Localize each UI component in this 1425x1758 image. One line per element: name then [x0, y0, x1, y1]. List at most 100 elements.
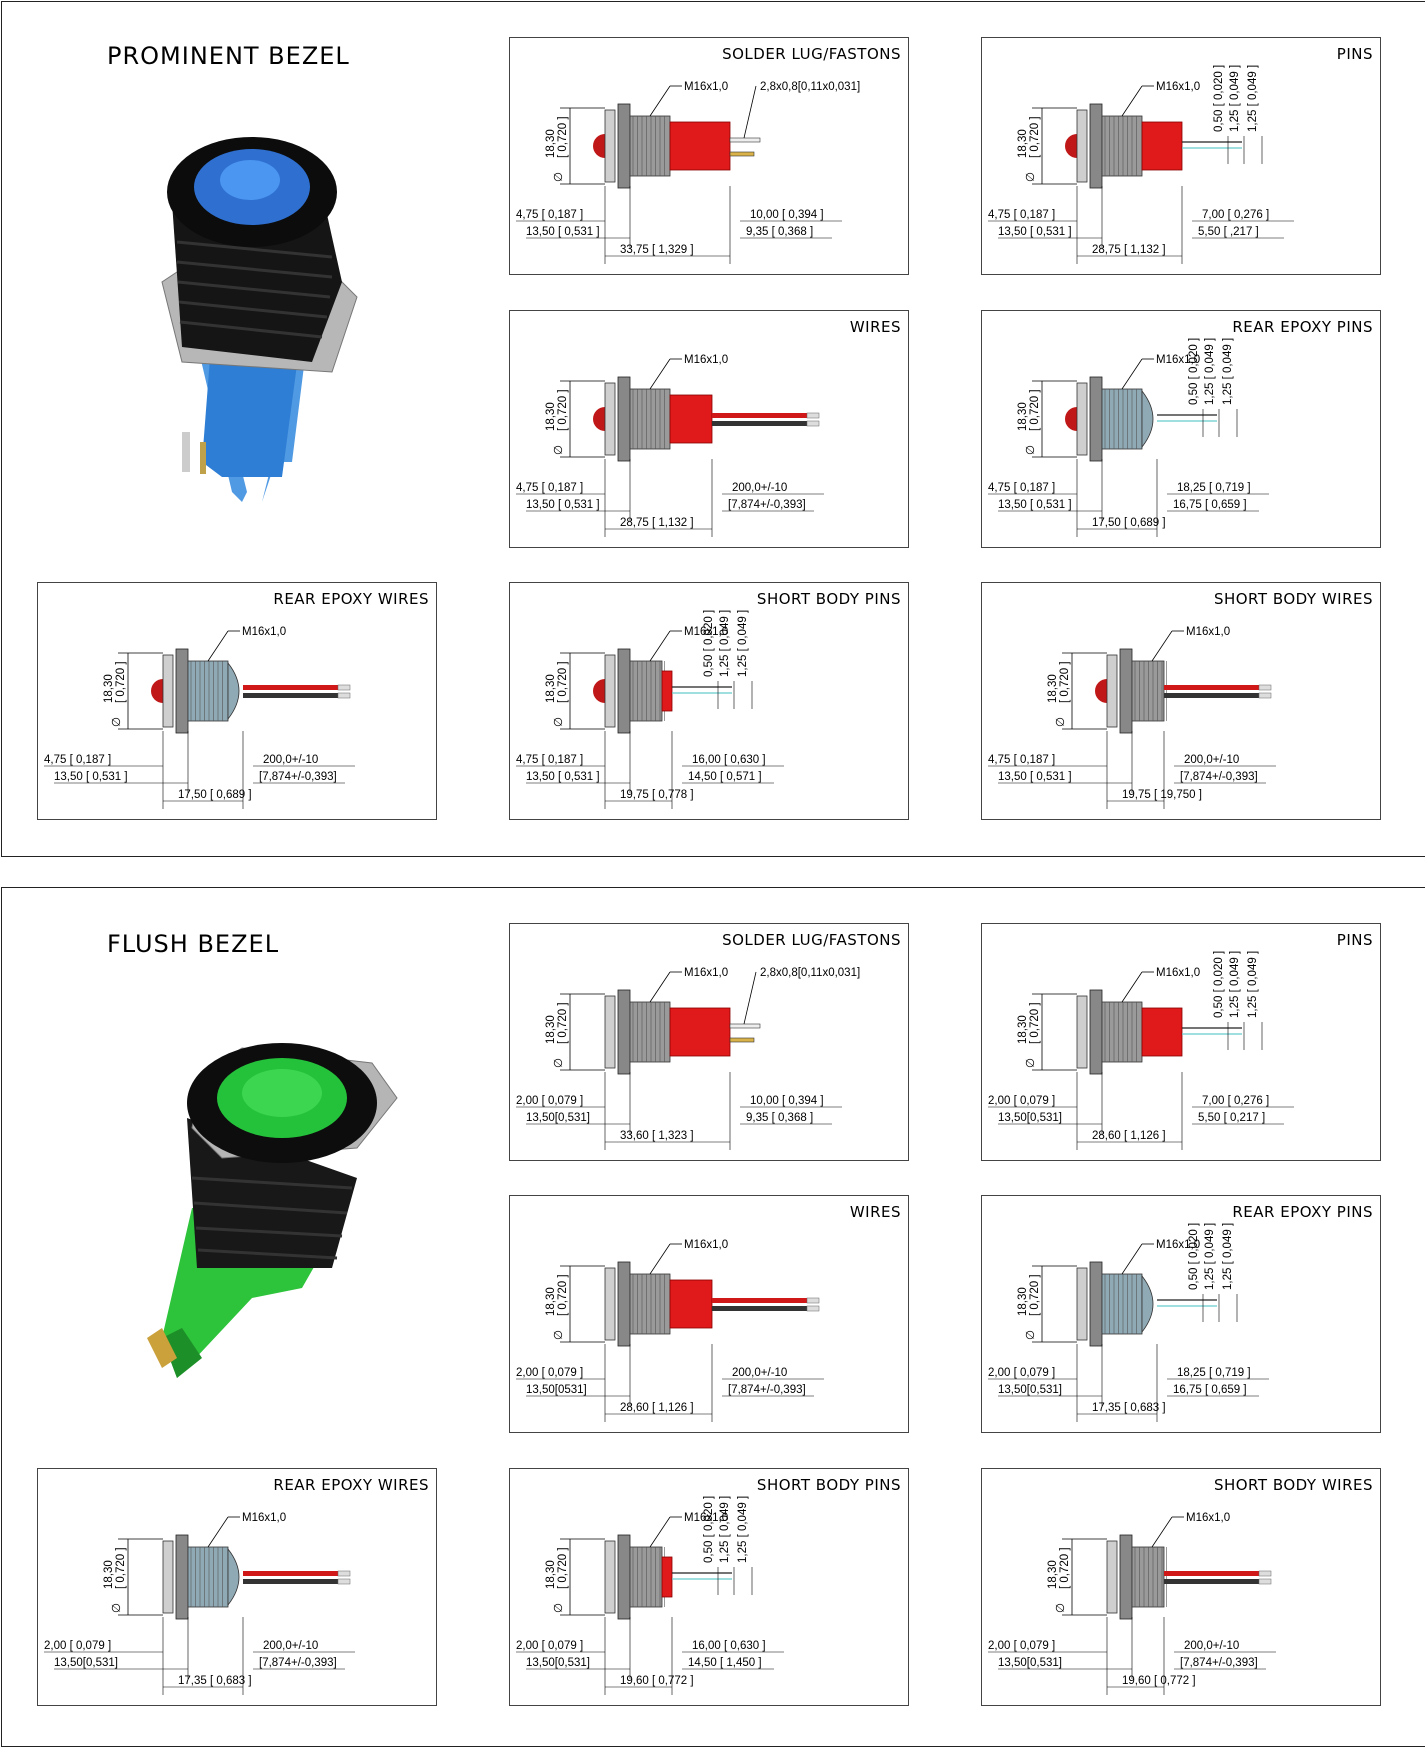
pin-dim-label: 0,50 [ 0,020 ] — [703, 1496, 715, 1563]
diameter-label: 18,30 — [545, 1015, 557, 1044]
dimension-label: 13,50 [ 0,531 ] — [526, 226, 600, 238]
prominent-bezel-product-image — [132, 132, 372, 507]
pin-dim-label: 1,25 [ 0,049 ] — [719, 610, 731, 677]
diameter-label: 18,30 — [1017, 402, 1029, 431]
dimension-label: 2,00 [ 0,079 ] — [988, 1367, 1055, 1379]
dimension-label: [7,874+/-0,393] — [728, 1384, 806, 1396]
dimension-label: 200,0+/-10 — [732, 1367, 787, 1379]
diameter-label: 18,30 — [1017, 129, 1029, 158]
diameter-symbol: ∅ — [111, 717, 123, 727]
dimension-label: 13,50 [ 0,531 ] — [998, 499, 1072, 511]
diameter-label: 18,30 — [1047, 674, 1059, 703]
section-title: PROMINENT BEZEL — [107, 42, 350, 70]
panel-title: REAR EPOXY PINS — [1232, 318, 1373, 336]
pin-dim-label: 1,25 [ 0,049 ] — [719, 1496, 731, 1563]
dimension-label: 4,75 [ 0,187 ] — [988, 754, 1055, 766]
thread-label: M16x1,0 — [242, 1512, 286, 1524]
dimension-label: 13,50 [ 0,531 ] — [54, 771, 128, 783]
dimension-label: 33,60 [ 1,323 ] — [620, 1130, 694, 1142]
dimension-label: 200,0+/-10 — [1184, 754, 1239, 766]
pin-dim-label: 0,50 [ 0,020 ] — [1188, 338, 1200, 405]
dimension-label: [7,874+/-0,393] — [1180, 1657, 1258, 1669]
dimension-label: 2,00 [ 0,079 ] — [516, 1095, 583, 1107]
dimension-label: 18,25 [ 0,719 ] — [1177, 482, 1251, 494]
diameter-label: 18,30 — [103, 1560, 115, 1589]
pin-dim-label: 1,25 [ 0,049 ] — [1229, 65, 1241, 132]
panel-title: SOLDER LUG/FASTONS — [722, 931, 901, 949]
diameter-symbol: ∅ — [553, 1058, 565, 1068]
pin-dim-label: 0,50 [ 0,020 ] — [703, 610, 715, 677]
dimension-label: 28,60 [ 1,126 ] — [1092, 1130, 1166, 1142]
panel-title: WIRES — [849, 318, 901, 336]
diameter-symbol: ∅ — [553, 445, 565, 455]
thread-label: M16x1,0 — [1156, 354, 1200, 366]
thread-label: M16x1,0 — [684, 1512, 728, 1524]
diameter-label: 18,30 — [545, 674, 557, 703]
panel-title: REAR EPOXY PINS — [1232, 1203, 1373, 1221]
dimension-label: 16,75 [ 0,659 ] — [1173, 499, 1247, 511]
diameter-symbol: ∅ — [553, 717, 565, 727]
panel-title: SHORT BODY WIRES — [1213, 590, 1373, 608]
panel-title: SHORT BODY WIRES — [1213, 1476, 1373, 1494]
dimension-label: 19,75 [ 19,750 ] — [1122, 789, 1202, 801]
dimension-drawing: 18,30[ 0,720 ]∅M16x1,00,50 [ 0,020 ]1,25… — [516, 610, 784, 809]
diameter-label: 18,30 — [545, 402, 557, 431]
diameter-label: 18,30 — [545, 129, 557, 158]
dimension-label: 2,00 [ 0,079 ] — [516, 1367, 583, 1379]
panel-title: REAR EPOXY WIRES — [273, 590, 429, 608]
diameter-label: 18,30 — [103, 674, 115, 703]
diameter-inch-label: [ 0,720 ] — [557, 661, 569, 703]
dimension-label: 16,00 [ 0,630 ] — [692, 754, 766, 766]
dimension-label: 4,75 [ 0,187 ] — [44, 754, 111, 766]
dimension-label: 19,75 [ 0,778 ] — [620, 789, 694, 801]
diameter-inch-label: [ 0,720 ] — [1029, 1002, 1041, 1044]
dimension-label: 4,75 [ 0,187 ] — [988, 209, 1055, 221]
diameter-inch-label: [ 0,720 ] — [115, 661, 127, 703]
dimension-label: 10,00 [ 0,394 ] — [750, 209, 824, 221]
flush-bezel-product-image — [142, 1038, 412, 1403]
dimension-label: 13,50 [ 0,531 ] — [998, 226, 1072, 238]
pin-dim-label: 1,25 [ 0,049 ] — [1247, 65, 1259, 132]
panel-title: WIRES — [849, 1203, 901, 1221]
dimension-label: 17,35 [ 0,683 ] — [178, 1675, 252, 1687]
dimension-label: 13,50[0,531] — [54, 1657, 118, 1669]
dimension-label: 19,60 [ 0,772 ] — [1122, 1675, 1196, 1687]
diameter-inch-label: [ 0,720 ] — [557, 1274, 569, 1316]
dimension-drawing: 18,30[ 0,720 ]∅M16x1,02,00 [ 0,079 ]13,5… — [44, 1512, 355, 1695]
dimension-label: [7,874+/-0,393] — [1180, 771, 1258, 783]
thread-label: M16x1,0 — [242, 626, 286, 638]
diameter-symbol: ∅ — [1055, 1603, 1067, 1613]
thread-label: M16x1,0 — [684, 354, 728, 366]
dimension-label: [7,874+/-0,393] — [259, 771, 337, 783]
thread-label: M16x1,0 — [684, 967, 728, 979]
thread-label: M16x1,0 — [1156, 1239, 1200, 1251]
dimension-label: 16,00 [ 0,630 ] — [692, 1640, 766, 1652]
dimension-label: 200,0+/-10 — [1184, 1640, 1239, 1652]
pin-dim-label: 1,25 [ 0,049 ] — [1204, 338, 1216, 405]
dimension-label: 17,50 [ 0,689 ] — [178, 789, 252, 801]
dimension-label: 28,75 [ 1,132 ] — [620, 517, 694, 529]
diameter-symbol: ∅ — [1055, 717, 1067, 727]
dimension-drawing: 18,30[ 0,720 ]∅M16x1,02,00 [ 0,079 ]13,5… — [988, 1512, 1276, 1695]
dimension-drawing: 18,30[ 0,720 ] ∅ M16x1,0 4,75 [ 0,187 ] 13,5… — [44, 626, 355, 809]
dimension-drawing: 18,30[ 0,720 ]∅M16x1,00,50 [ 0,020 ]1,25… — [516, 1496, 784, 1695]
pin-dim-label: 1,25 [ 0,049 ] — [1222, 1223, 1234, 1290]
panel-title: SOLDER LUG/FASTONS — [722, 45, 901, 63]
dimension-label: 13,50[0,531] — [526, 1657, 590, 1669]
pin-dim-label: 1,25 [ 0,049 ] — [1222, 338, 1234, 405]
diameter-symbol: ∅ — [1025, 172, 1037, 182]
diameter-label: 18,30 — [1017, 1287, 1029, 1316]
dimension-label: 28,60 [ 1,126 ] — [620, 1402, 694, 1414]
dimension-label: 13,50[0,531] — [998, 1657, 1062, 1669]
dimension-label: 13,50[0,531] — [998, 1112, 1062, 1124]
panel-title: PINS — [1336, 931, 1373, 949]
